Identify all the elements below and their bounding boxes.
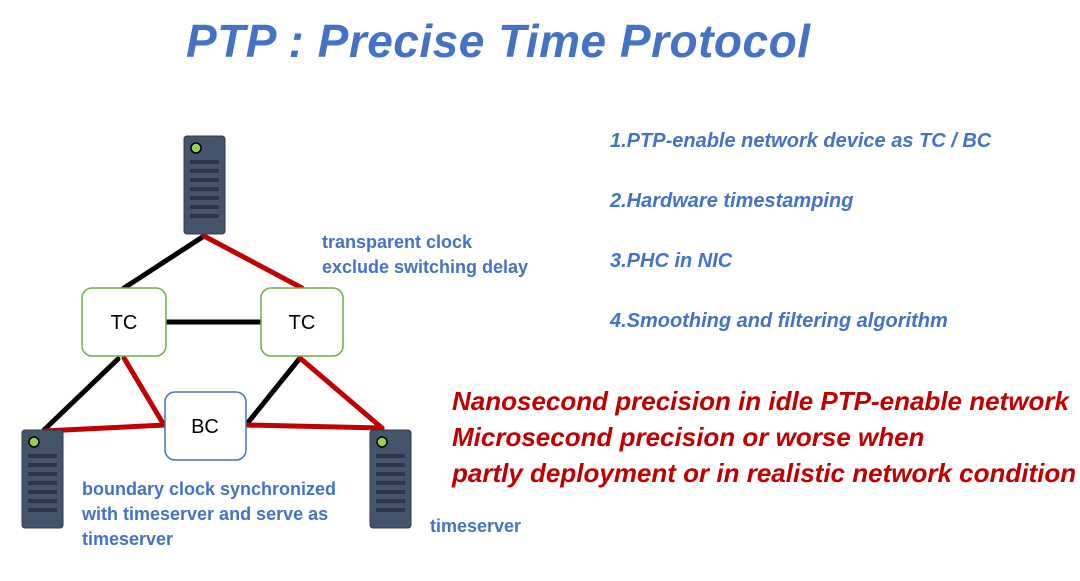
tc-left-label: TC (111, 312, 138, 334)
feature-list: 1.PTP-enable network device as TC / BC 2… (610, 130, 991, 370)
feature-item: 2.Hardware timestamping (610, 190, 854, 212)
boundary-clock-note: boundary clock synchronized with timeser… (82, 477, 336, 552)
tc-node-left: TC (81, 287, 167, 357)
bc-label: BC (191, 416, 219, 438)
link-bc-to-right-server (243, 422, 385, 431)
feature-item: 1.PTP-enable network device as TC / BC (610, 130, 992, 152)
link-top-server-to-left-tc (121, 233, 207, 291)
link-left-tc-to-bc (121, 355, 167, 428)
link-top-server-to-right-tc (201, 233, 305, 291)
server-icon (21, 429, 64, 529)
tc-node-right: TC (260, 287, 344, 357)
conclusion-line: Nanosecond precision in idle PTP-enable … (452, 386, 1069, 416)
note-line: transparent clock (322, 232, 473, 252)
link-right-tc-to-bc (243, 355, 303, 428)
conclusion-line: partly deployment or in realistic networ… (452, 458, 1077, 488)
link-right-tc-to-right-server (297, 355, 385, 431)
precision-conclusion: Nanosecond precision in idle PTP-enable … (452, 383, 1076, 491)
tc-right-label: TC (289, 312, 316, 334)
server-icon (183, 135, 226, 235)
link-bc-to-left-server (41, 422, 168, 434)
link-left-tc-to-left-server (41, 356, 121, 433)
conclusion-line: Microsecond precision or worse when (452, 422, 925, 452)
feature-item: 4.Smoothing and filtering algorithm (610, 310, 948, 332)
note-line: timeserver (82, 529, 174, 549)
page-title: PTP : Precise Time Protocol (186, 15, 811, 67)
transparent-clock-note: transparent clock exclude switching dela… (322, 230, 528, 280)
server-icon (369, 429, 412, 529)
feature-item: 3.PHC in NIC (610, 250, 733, 272)
bc-node: BC (164, 391, 247, 461)
note-line: exclude switching delay (322, 257, 529, 277)
note-line: with timeserver and serve as (82, 504, 329, 524)
note-line: boundary clock synchronized (82, 479, 337, 499)
timeserver-note: timeserver (430, 516, 522, 536)
network-links (41, 233, 385, 434)
